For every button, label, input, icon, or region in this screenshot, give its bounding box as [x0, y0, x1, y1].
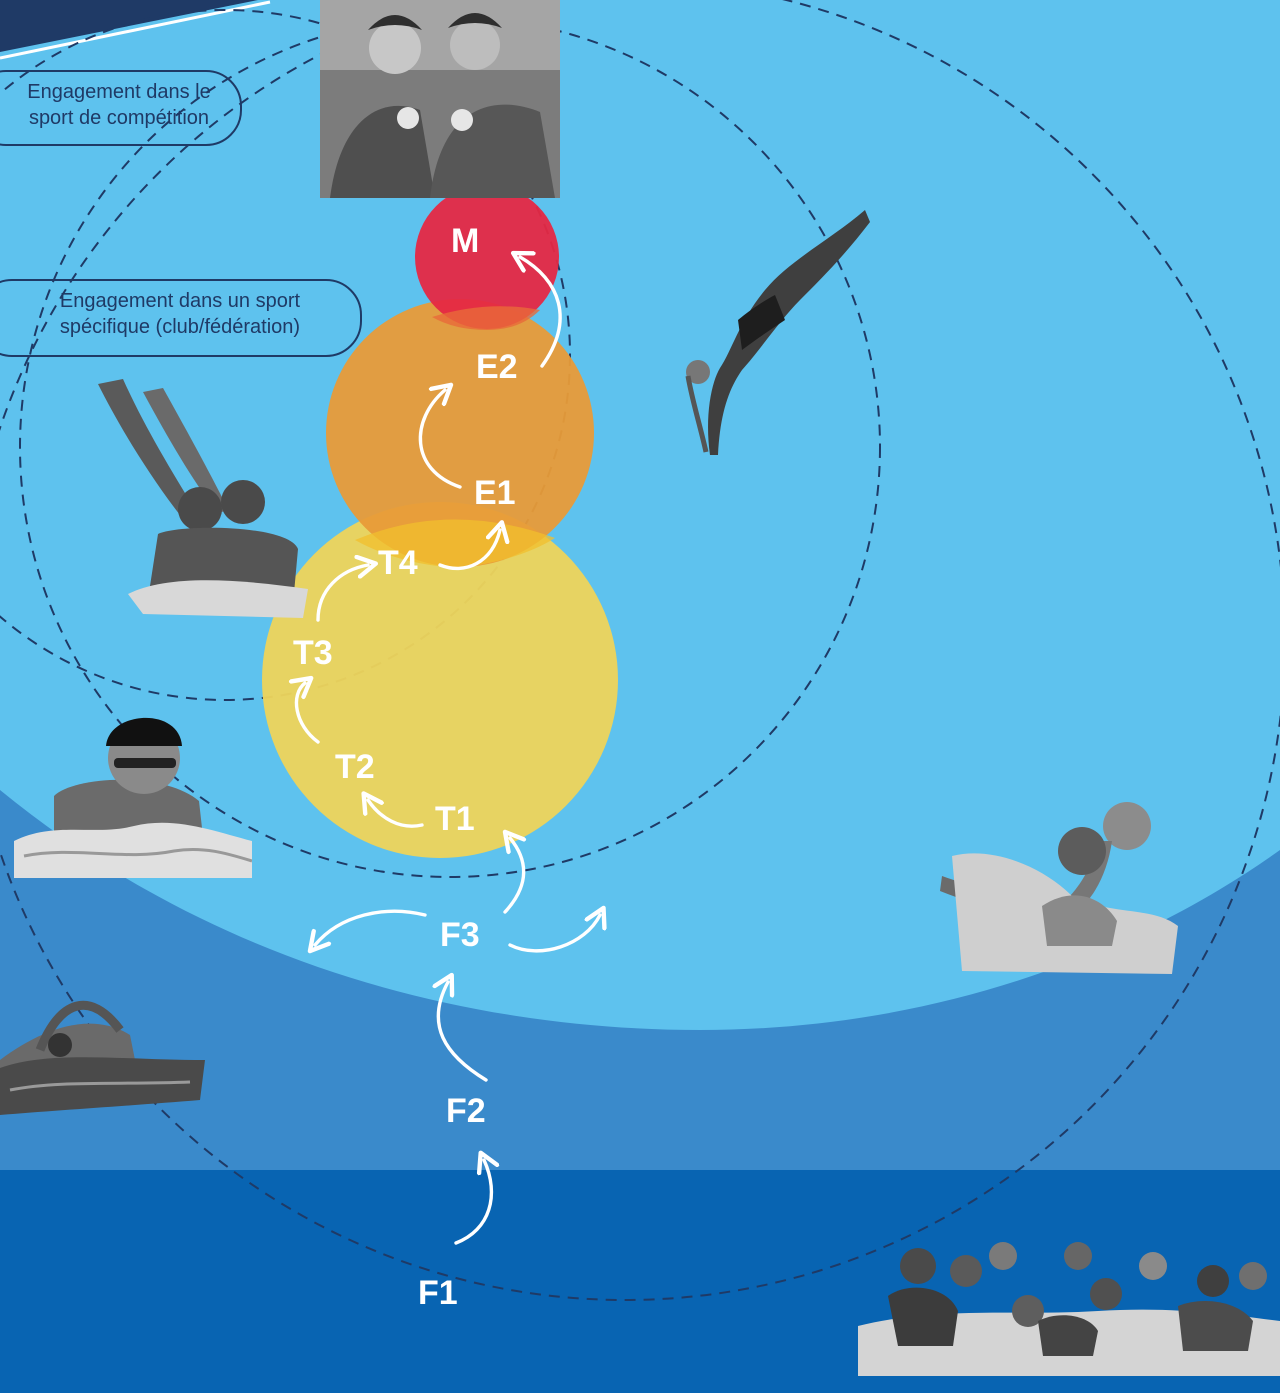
synchronized-swimmers-photo — [88, 374, 308, 618]
breaststroke-swimmer-photo — [14, 706, 252, 878]
arrow-f3-left — [315, 911, 425, 945]
stage-label-t3: T3 — [293, 636, 333, 670]
stage-label-f2: F2 — [446, 1094, 486, 1128]
children-group-photo — [858, 1236, 1280, 1376]
specific-sport-engagement-label: Engagement dans un sport spécifique (clu… — [0, 279, 362, 357]
competition-label-line-1: Engagement dans le — [12, 79, 226, 105]
stage-label-t4: T4 — [378, 546, 418, 580]
specific-label-line-1: Engagement dans un sport — [14, 288, 346, 314]
arrow-f3-to-t1 — [505, 838, 524, 912]
water-polo-player-photo — [922, 796, 1178, 974]
stage-label-e2: E2 — [476, 350, 518, 384]
diver-photo — [680, 200, 875, 460]
corner-decoration — [0, 0, 258, 52]
specific-label-line-2: spécifique (club/fédération) — [14, 314, 346, 340]
stage-label-t2: T2 — [335, 750, 375, 784]
medalists-photo — [320, 0, 560, 198]
stage-label-f1: F1 — [418, 1276, 458, 1310]
freestyle-swimmer-photo — [0, 990, 205, 1116]
stage-label-e1: E1 — [474, 476, 516, 510]
competition-engagement-label: Engagement dans le sport de compétition — [0, 70, 242, 146]
arrow-f3-right — [510, 915, 600, 951]
competition-label-line-2: sport de compétition — [12, 105, 226, 131]
stage-label-m: M — [451, 224, 479, 258]
stage-label-f3: F3 — [440, 918, 480, 952]
stage-label-t1: T1 — [435, 802, 475, 836]
